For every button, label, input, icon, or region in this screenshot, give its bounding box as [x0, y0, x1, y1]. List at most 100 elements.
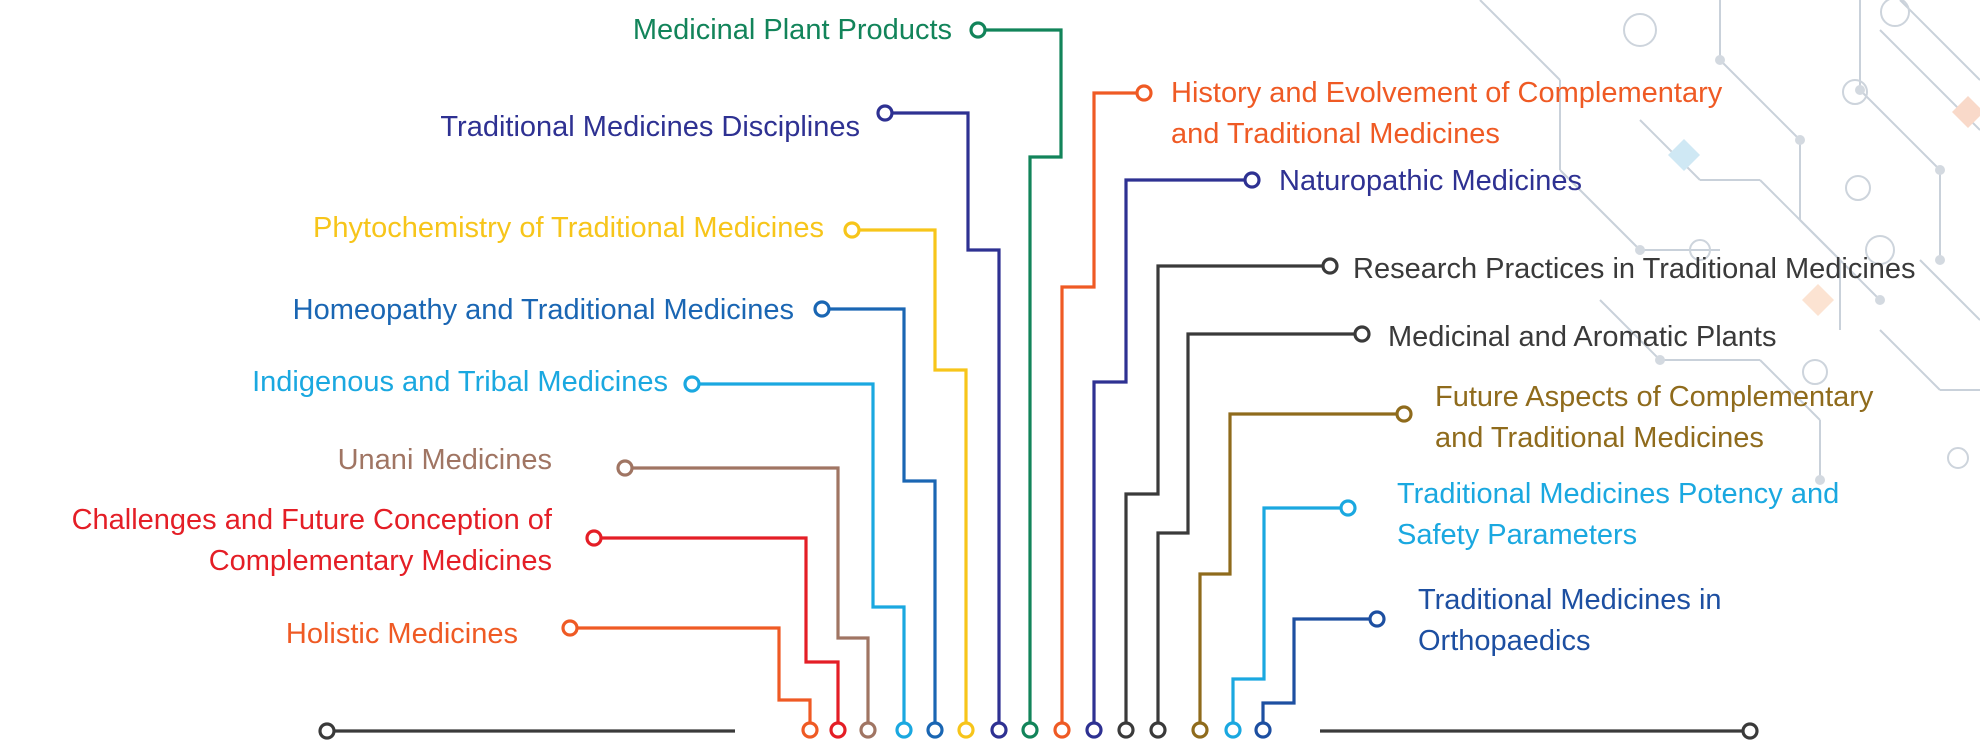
baseline-right-node [1741, 722, 1759, 740]
topic-label-medicinal-plant-products: Medicinal Plant Products [632, 14, 952, 46]
connector-8 [969, 21, 1063, 739]
circuit-decoration [1479, 0, 1980, 485]
connector-9 [1053, 84, 1153, 739]
connector-line [885, 111, 1001, 730]
topic-label-history-evolvement: History and Evolvement of Complementary … [1171, 73, 1722, 155]
connector-bottom-node [859, 721, 877, 739]
connector-4 [683, 375, 913, 739]
connector-7 [876, 104, 1008, 739]
deco-ring [1802, 359, 1828, 385]
topic-label-future-line2: and Traditional Medicines [1435, 422, 1764, 454]
connector-end-node [843, 221, 861, 239]
connector-bottom-node [1224, 721, 1242, 739]
deco-dot [1815, 475, 1825, 485]
topic-label-challenges-line1: Challenges and Future Conception of [71, 504, 552, 536]
deco-trace [1879, 329, 1941, 391]
topic-label-research-practices: Research Practices in Traditional Medici… [1353, 253, 1916, 285]
connector-line [1156, 332, 1362, 730]
connector-line [1261, 617, 1377, 730]
connector-line [1092, 178, 1252, 730]
deco-diamond [1952, 96, 1980, 128]
connector-line [852, 228, 968, 730]
connector-3 [616, 459, 877, 739]
connector-line [1231, 506, 1348, 730]
topic-label-homeopathy: Homeopathy and Traditional Medicines [292, 294, 794, 326]
connector-line [692, 382, 906, 730]
connector-end-node [1135, 84, 1153, 102]
deco-trace [1719, 59, 1801, 141]
topic-label-unani: Unani Medicines [337, 444, 552, 476]
connector-bottom-node [1254, 721, 1272, 739]
deco-trace [1919, 259, 1980, 321]
connector-5 [813, 300, 944, 739]
deco-ring [1623, 13, 1657, 47]
connector-line [570, 626, 812, 730]
connector-bottom-node [1053, 721, 1071, 739]
topic-label-challenges: Challenges and Future Conception of Comp… [72, 500, 552, 582]
deco-trace [1599, 299, 1661, 361]
connector-end-node [616, 459, 634, 477]
topic-label-naturopathic: Naturopathic Medicines [1279, 165, 1583, 197]
connector-bottom-node [829, 721, 847, 739]
topic-label-holistic: Holistic Medicines [285, 618, 518, 650]
connector-10 [1085, 171, 1261, 739]
connector-2 [585, 529, 847, 739]
connector-line [1124, 264, 1330, 730]
topic-label-aromatic-plants: Medicinal and Aromatic Plants [1388, 321, 1777, 353]
deco-dot [1855, 85, 1865, 95]
connector-bottom-node [926, 721, 944, 739]
topic-label-phytochemistry: Phytochemistry of Traditional Medicines [313, 212, 824, 244]
connector-6 [843, 221, 975, 739]
deco-trace [1559, 169, 1641, 251]
deco-dot [1935, 255, 1945, 265]
connector-end-node [876, 104, 894, 122]
connector-bottom-node [1117, 721, 1135, 739]
connector-line [1198, 412, 1404, 730]
connector-end-node [969, 21, 987, 39]
deco-trace [1639, 119, 1701, 181]
connector-bottom-node [895, 721, 913, 739]
topic-label-potency-line2: Safety Parameters [1397, 519, 1638, 551]
deco-ring [1845, 175, 1871, 201]
connector-bottom-node [957, 721, 975, 739]
deco-dot [1635, 245, 1645, 255]
connector-line [594, 536, 840, 730]
connector-end-node [1368, 610, 1386, 628]
deco-ring [1689, 239, 1711, 261]
deco-diamond [1668, 139, 1700, 171]
deco-trace [1899, 0, 1980, 81]
connector-1 [561, 619, 819, 739]
connector-end-node [585, 529, 603, 547]
topic-label-future-aspects: Future Aspects of Complementary and Trad… [1435, 377, 1873, 459]
connector-end-node [683, 375, 701, 393]
topic-label-traditional-medicines-disciplines: Traditional Medicines Disciplines [440, 111, 860, 143]
deco-dot [1875, 295, 1885, 305]
deco-dot [1655, 355, 1665, 365]
baseline [318, 722, 1759, 740]
deco-dot [1935, 165, 1945, 175]
deco-trace [1859, 89, 1941, 171]
topic-label-history-line2: and Traditional Medicines [1171, 118, 1500, 150]
connector-15 [1254, 610, 1386, 739]
deco-ring [1865, 235, 1895, 265]
deco-ring [1880, 0, 1910, 27]
topic-label-history-line1: History and Evolvement of Complementary [1171, 77, 1723, 109]
connector-end-node [1353, 325, 1371, 343]
connector-bottom-node [1149, 721, 1167, 739]
connector-end-node [1321, 257, 1339, 275]
topic-label-ortho-line2: Orthopaedics [1418, 625, 1591, 657]
baseline-left-node [318, 722, 336, 740]
topic-label-indigenous-tribal: Indigenous and Tribal Medicines [252, 366, 668, 398]
connector-13 [1191, 405, 1413, 739]
connector-line [978, 28, 1063, 730]
deco-ring [1947, 447, 1969, 469]
deco-diamond [1802, 284, 1834, 316]
deco-trace [1479, 0, 1561, 81]
connector-line [1060, 91, 1144, 730]
topic-label-ortho-line1: Traditional Medicines in [1418, 584, 1722, 616]
deco-ring [1842, 79, 1868, 105]
deco-trace [1759, 359, 1821, 421]
connector-bottom-node [990, 721, 1008, 739]
topic-label-potency-safety: Traditional Medicines Potency and Safety… [1397, 474, 1839, 556]
topic-label-potency-line1: Traditional Medicines Potency and [1397, 478, 1840, 510]
